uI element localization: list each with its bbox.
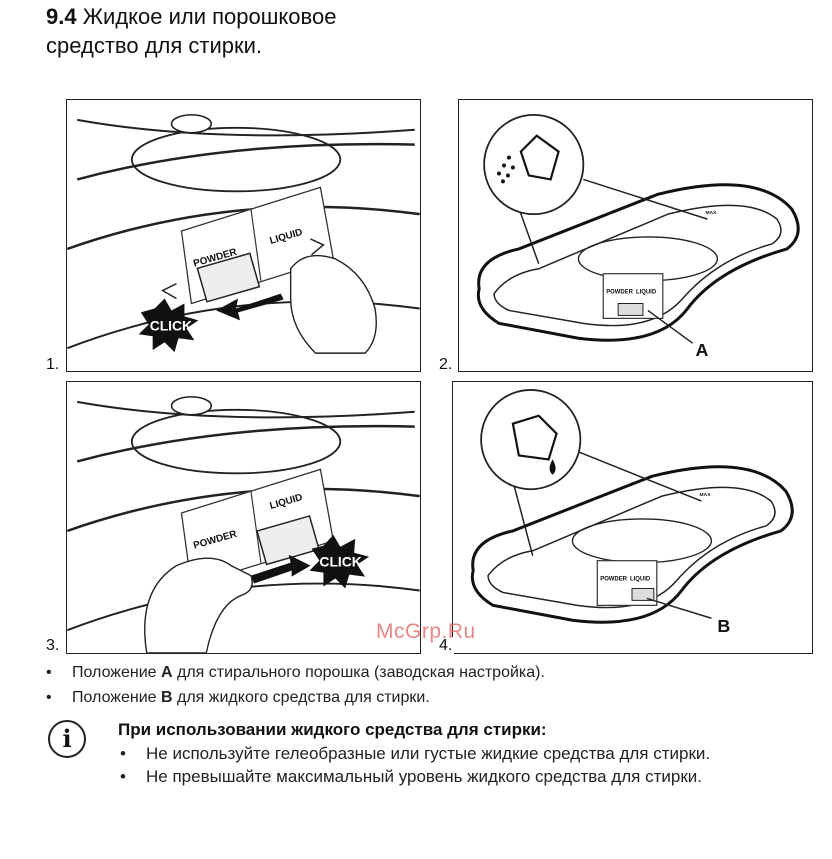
illustration-panel-2: POWDER LIQUID MAX A — [458, 99, 813, 372]
liquid-drop-icon — [549, 459, 556, 475]
info-note: При использовании жидкого средства для с… — [118, 718, 798, 788]
max-label-4: MAX — [700, 492, 712, 498]
illustration-panel-1: POWDER LIQUID CLICK — [66, 99, 421, 372]
callout-b: B — [717, 616, 730, 636]
panel-number-4: 4. — [437, 637, 455, 655]
bullet-position-a: • Положение A для стирального порошка (з… — [46, 660, 806, 685]
panel-number-2: 2. — [437, 356, 455, 374]
click-label: CLICK — [150, 317, 192, 333]
bullet-dot: • — [46, 689, 52, 706]
illustration-panel-4: POWDER LIQUID MAX B — [452, 381, 813, 654]
info-title: При использовании жидкого средства для с… — [118, 720, 547, 739]
panel-number-3: 3. — [44, 637, 62, 655]
watermark: McGrp.Ru — [376, 620, 476, 643]
heading-line-1: Жидкое или порошковое — [82, 4, 337, 29]
info-item-1: • Не используйте гелеобразные или густые… — [120, 744, 711, 763]
bullet-dot: • — [120, 767, 126, 786]
section-number: 9.4 — [46, 4, 77, 29]
powder-cup-icon — [519, 134, 560, 181]
position-a-letter: A — [161, 664, 173, 681]
position-b-letter: B — [161, 689, 173, 706]
bullet-position-b: • Положение B для жидкого средства для с… — [46, 685, 806, 710]
panel-number-1: 1. — [44, 356, 62, 374]
bullet-dot: • — [120, 744, 126, 763]
callout-a: A — [696, 340, 709, 360]
click-burst-icon-3 — [309, 534, 370, 589]
powder-label-small-4: POWDER — [600, 577, 627, 583]
liquid-label-small: LIQUID — [636, 290, 657, 296]
click-burst-icon — [138, 298, 199, 353]
drawer-slide-right-illustration: POWDER LIQUID CLICK — [67, 396, 420, 653]
illustration-panel-3: POWDER LIQUID CLICK — [66, 381, 421, 654]
liquid-cup-icon — [511, 414, 558, 461]
heading-line-2: средство для стирки. — [46, 33, 263, 58]
info-item-2: • Не превышайте максимальный уровень жид… — [120, 767, 702, 786]
drawer-slide-left-illustration: POWDER LIQUID CLICK — [67, 114, 420, 354]
bullet-dot: • — [46, 664, 52, 681]
position-bullets: • Положение A для стирального порошка (з… — [46, 660, 806, 710]
powder-label-small: POWDER — [606, 290, 633, 296]
dispenser-position-b-illustration: POWDER LIQUID MAX B — [470, 389, 794, 636]
section-heading: 9.4 Жидкое или порошковое средство для с… — [46, 2, 336, 60]
info-icon: i — [48, 720, 86, 758]
click-label-3: CLICK — [319, 554, 361, 570]
liquid-label-small-4: LIQUID — [630, 577, 651, 583]
dispenser-position-a-illustration: POWDER LIQUID MAX A — [476, 113, 800, 360]
max-label: MAX — [705, 210, 717, 216]
